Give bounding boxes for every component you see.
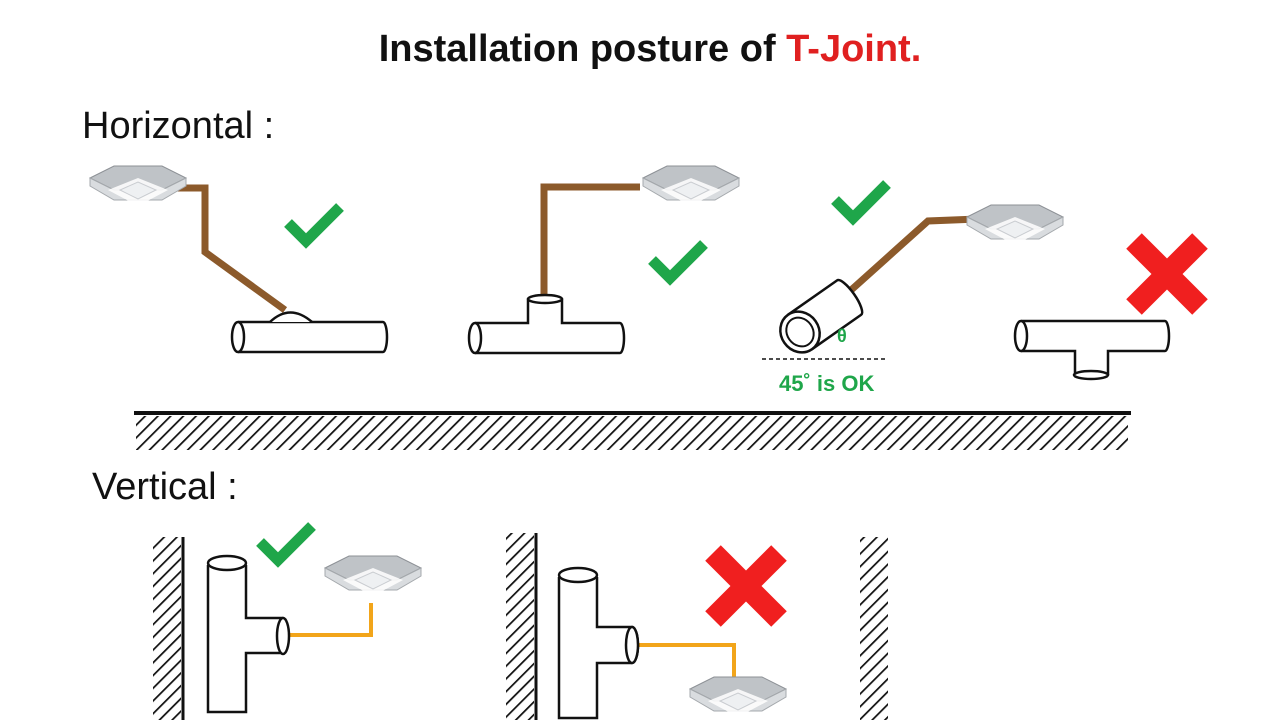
refrigerant-pipe — [540, 183, 640, 296]
horizontal-ok-top-entry — [467, 165, 740, 355]
horizontal-ok-tilted — [762, 184, 1064, 360]
checkmark-icon — [835, 184, 887, 218]
cross-icon — [713, 553, 779, 619]
refrigerant-pipe — [170, 184, 288, 313]
wall-middle — [506, 533, 534, 720]
refrigerant-pipe — [837, 215, 979, 303]
t-joint — [1021, 319, 1171, 376]
t-joint — [475, 298, 626, 355]
ceiling-cassette-unit-icon — [689, 676, 787, 718]
horizontal-section-label: Horizontal : — [82, 105, 275, 147]
title-prefix: Installation posture of — [378, 28, 787, 70]
t-joint — [206, 565, 289, 714]
vertical-section-label: Vertical : — [92, 466, 238, 508]
vertical-ng — [557, 553, 787, 720]
wall-right — [860, 537, 888, 720]
ceiling-cassette-unit-icon — [324, 555, 422, 597]
angle-ok-note: 45˚ is OK — [779, 371, 875, 396]
wall-left — [153, 537, 181, 720]
tilted-pipe — [779, 278, 864, 354]
horizontal-ok-side-entry — [89, 165, 389, 354]
title-highlight: T-Joint. — [786, 28, 922, 70]
cross-icon — [1134, 241, 1200, 307]
checkmark-icon — [652, 244, 704, 278]
floor-hatch — [136, 416, 1128, 450]
refrigerant-pipe — [286, 603, 373, 637]
ceiling-cassette-unit-icon — [89, 165, 187, 207]
ceiling-cassette-unit-icon — [642, 165, 740, 207]
vertical-ok — [206, 526, 422, 714]
checkmark-icon — [288, 207, 340, 241]
main-pipe — [238, 320, 389, 354]
refrigerant-pipe — [636, 643, 736, 682]
page-title: Installation posture of T-Joint. — [0, 28, 1280, 71]
checkmark-icon — [260, 526, 312, 560]
horizontal-ng-bottom-branch — [1013, 241, 1200, 381]
ceiling-cassette-unit-icon — [966, 204, 1064, 246]
branch-stub — [269, 311, 313, 323]
angle-theta-label: θ — [837, 326, 847, 346]
